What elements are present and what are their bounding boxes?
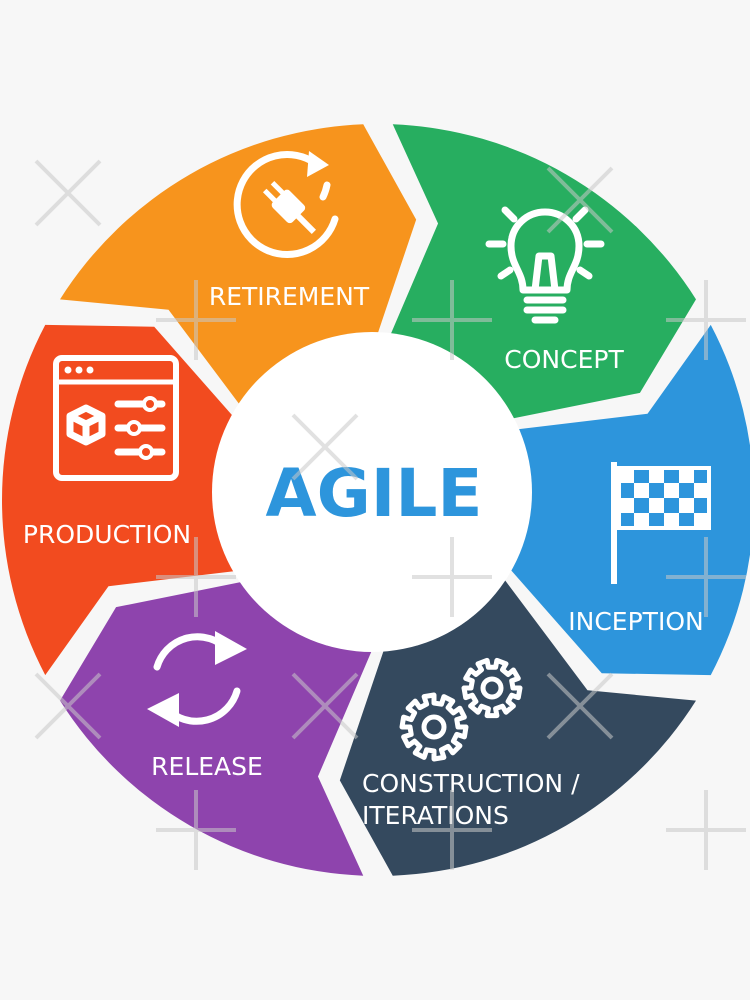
flag-check-square: [694, 513, 709, 528]
watermark-x-mark: [34, 672, 102, 740]
watermark-x-mark: [546, 672, 614, 740]
flag-check-square: [649, 468, 664, 483]
watermark-plus-mark: [412, 790, 492, 870]
watermark-plus-mark: [156, 280, 236, 360]
flag-check-square: [694, 483, 709, 498]
watermark-plus-mark: [666, 537, 746, 617]
watermark-x-mark: [546, 166, 614, 234]
flag-check-square: [619, 498, 634, 513]
flag-check-square: [649, 498, 664, 513]
watermark-plus-mark: [666, 280, 746, 360]
watermark-x-mark: [291, 413, 359, 481]
refresh-arrows-icon: [147, 631, 247, 727]
flag-check-square: [679, 468, 694, 483]
flag-check-square: [664, 483, 679, 498]
watermark-pattern: [34, 159, 746, 870]
watermark-plus-mark: [156, 537, 236, 617]
watermark-x-mark: [34, 159, 102, 227]
browser-settings-icon: [53, 355, 179, 481]
plug-cycle-icon: [233, 151, 339, 259]
label-production: PRODUCTION: [23, 520, 191, 549]
flag-check-square: [634, 513, 649, 528]
gear-outline: [399, 692, 469, 762]
label-construction-line1: CONSTRUCTION /: [362, 769, 580, 798]
segment-production: [1, 324, 246, 676]
label-inception: INCEPTION: [568, 607, 703, 636]
label-concept: CONCEPT: [504, 345, 624, 374]
gears-icon: [399, 657, 523, 762]
gear-outline: [461, 657, 523, 719]
watermark-plus-mark: [412, 280, 492, 360]
watermark-plus-mark: [156, 790, 236, 870]
label-retirement: RETIREMENT: [209, 282, 370, 311]
flag-check-square: [634, 483, 649, 498]
flag-check-square: [679, 498, 694, 513]
segment-release: [60, 580, 373, 876]
center-title: AGILE: [266, 455, 483, 532]
watermark-plus-mark: [666, 790, 746, 870]
flag-check-square: [664, 513, 679, 528]
watermark-x-mark: [291, 672, 359, 740]
checkered-flag-icon: [611, 462, 711, 584]
segment-construction: [339, 580, 696, 876]
flag-check-square: [619, 468, 634, 483]
lightbulb-icon: [485, 206, 605, 324]
watermark-plus-mark: [412, 537, 492, 617]
label-release: RELEASE: [151, 752, 263, 781]
label-construction-line2: ITERATIONS: [362, 801, 509, 830]
